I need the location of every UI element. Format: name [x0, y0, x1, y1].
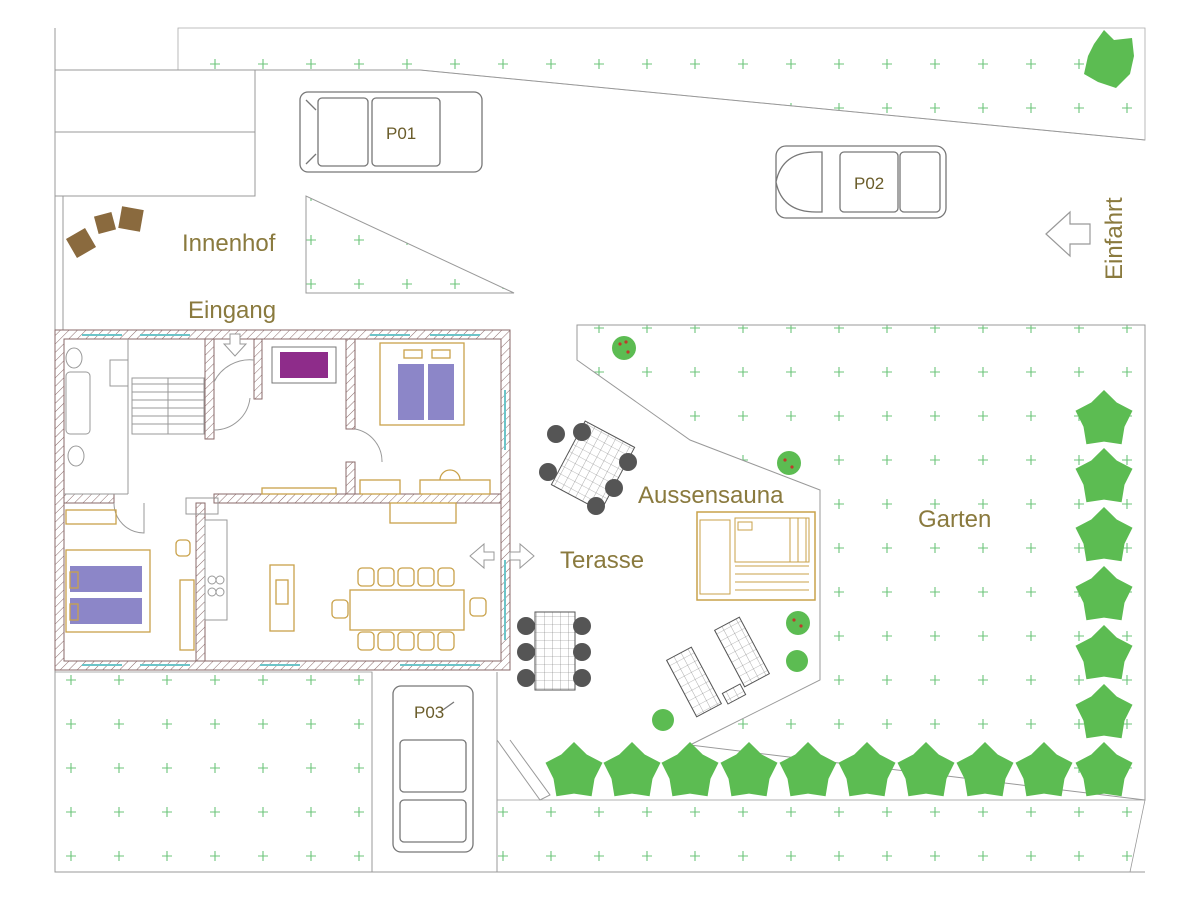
house [54, 329, 535, 671]
car-icon [392, 685, 474, 853]
sauna [696, 511, 816, 601]
tree-icon [1075, 390, 1133, 445]
label-eingang: Eingang [188, 297, 276, 324]
tree-icon [779, 742, 837, 797]
chair-icon [65, 206, 144, 259]
tree-icon [1075, 448, 1133, 503]
car-icon [299, 91, 483, 173]
lounger-icon [665, 616, 771, 718]
tree-icon [1084, 30, 1134, 88]
table-icon [269, 564, 295, 632]
tree-icon [1015, 742, 1073, 797]
label-innenhof: Innenhof [182, 230, 276, 257]
tree-icon [720, 742, 778, 797]
tree-icon [1075, 625, 1133, 680]
parking-label-p01: P01 [386, 124, 416, 143]
table-icon [517, 611, 591, 691]
label-garten: Garten [918, 506, 991, 533]
car-icon [775, 145, 947, 219]
bush-icon [612, 336, 810, 731]
table-icon [175, 539, 487, 651]
bed-icon [65, 549, 151, 633]
table-icon [539, 420, 637, 515]
lawn-triangle [305, 195, 515, 294]
site-outline [54, 28, 1146, 873]
bathtub-icon [271, 346, 337, 384]
tree-icon [661, 742, 719, 797]
label-terasse: Terasse [560, 547, 644, 574]
lawn-bottom-left [54, 671, 373, 873]
tree-icon [897, 742, 955, 797]
parking-label-p02: P02 [854, 174, 884, 193]
tree-icon [1075, 684, 1133, 739]
arrow-icon [1045, 210, 1091, 258]
label-einfahrt: Einfahrt [1101, 197, 1128, 280]
bed-icon [379, 342, 465, 426]
tree-icon [838, 742, 896, 797]
tree-icon [956, 742, 1014, 797]
tree-row [545, 390, 1133, 797]
label-aussensauna: Aussensauna [638, 482, 784, 509]
tree-icon [545, 742, 603, 797]
tree-icon [1075, 566, 1133, 621]
tree-icon [603, 742, 661, 797]
parking-label-p03: P03 [414, 703, 444, 722]
tree-icon [1075, 507, 1133, 562]
tree-icon [1075, 742, 1133, 797]
lawn-bottom-right [496, 799, 1146, 873]
